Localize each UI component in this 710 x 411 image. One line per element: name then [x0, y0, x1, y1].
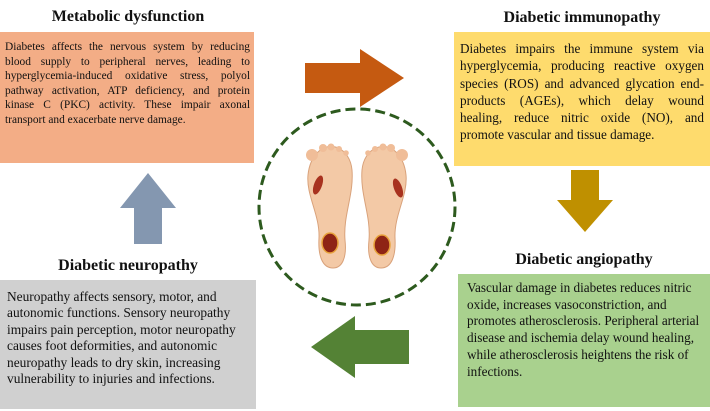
arrow-left — [311, 316, 409, 378]
metabolic-text: Diabetes affects the nervous system by r… — [5, 41, 250, 126]
neuropathy-text: Neuropathy affects sensory, motor, and a… — [7, 289, 236, 387]
immunopathy-text: Diabetes impairs the immune system via h… — [460, 41, 704, 143]
metabolic-box: Diabetes affects the nervous system by r… — [0, 32, 254, 163]
arrow-down — [557, 170, 613, 232]
angiopathy-title: Diabetic angiopathy — [495, 247, 673, 273]
immunopathy-title: Diabetic immunopathy — [493, 5, 671, 31]
arrow-up — [120, 173, 176, 244]
neuropathy-box: Neuropathy affects sensory, motor, and a… — [0, 280, 256, 409]
neuropathy-title: Diabetic neuropathy — [38, 253, 218, 279]
arrow-right — [305, 49, 404, 107]
metabolic-title: Metabolic dysfunction — [40, 4, 216, 30]
angiopathy-box: Vascular damage in diabetes reduces nitr… — [458, 274, 710, 407]
immunopathy-box: Diabetes impairs the immune system via h… — [454, 32, 710, 166]
feet-icon — [306, 143, 408, 269]
angiopathy-text: Vascular damage in diabetes reduces nitr… — [467, 280, 700, 379]
center-circle — [257, 107, 457, 307]
